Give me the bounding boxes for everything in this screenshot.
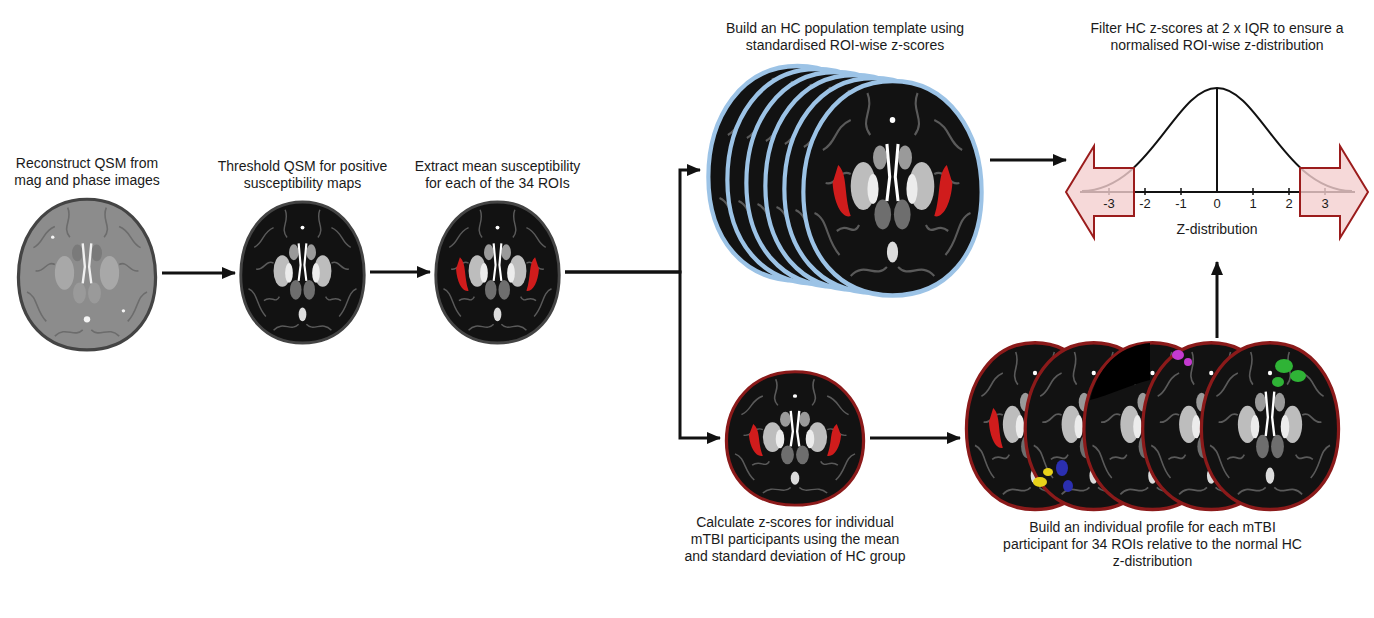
caption-holder: Extract mean susceptibility for each of … — [408, 158, 588, 192]
drawing-part — [1275, 359, 1293, 373]
tick-label: 1 — [1249, 197, 1256, 212]
flow-arrow — [370, 271, 430, 274]
hc-template-stack — [708, 66, 981, 296]
caption-text: Filter HC z-scores at 2 x IQR to ensure … — [1072, 20, 1362, 54]
mtbi-brain — [726, 372, 863, 505]
label-holder: -3 — [1103, 197, 1115, 212]
zscore-panel: Calculate z-scores for individual mTBI p… — [720, 368, 870, 508]
profile-panel: Build an individual profile for each mTB… — [960, 338, 1345, 513]
caption-text: Build an HC population template using st… — [724, 20, 966, 54]
tick-label: -2 — [1139, 197, 1151, 212]
drawing-part — [1216, 88, 1218, 192]
drawing-part — [803, 81, 981, 296]
caption-text: Reconstruct QSM from mag and phase image… — [7, 155, 167, 189]
caption-holder: Reconstruct QSM from mag and phase image… — [7, 155, 167, 189]
drawing-part — [1201, 343, 1338, 510]
threshold-panel: Threshold QSM for positive susceptibilit… — [235, 198, 370, 346]
label-holder: -1 — [1175, 197, 1187, 212]
flow-arrow — [565, 272, 720, 438]
qsm-brain — [18, 199, 155, 350]
label-holder: 2 — [1285, 197, 1292, 212]
axis-label: Z-distribution — [1177, 221, 1258, 237]
tick-label: 2 — [1285, 197, 1292, 212]
flow-arrow — [990, 159, 1066, 162]
drawing-part — [1056, 460, 1068, 476]
tick-label: 0 — [1213, 197, 1220, 212]
label-holder: -2 — [1139, 197, 1151, 212]
label-holder: Z-distribution — [1177, 221, 1258, 237]
caption-text: Threshold QSM for positive susceptibilit… — [213, 158, 393, 192]
drawing-part — [1043, 468, 1053, 476]
label-holder: 1 — [1249, 197, 1256, 212]
roi-overlay — [456, 257, 539, 291]
caption-text: Build an individual profile for each mTB… — [1003, 519, 1303, 569]
tick-label: -3 — [1103, 197, 1115, 212]
flow-arrow — [1216, 262, 1219, 338]
qsm-panel: Reconstruct QSM from mag and phase image… — [12, 195, 162, 353]
roi-brain — [436, 202, 559, 343]
drawing-part — [1184, 358, 1192, 366]
drawing-part — [1290, 370, 1306, 382]
drawing-part — [1300, 146, 1368, 238]
drawing-part — [833, 165, 953, 216]
caption-holder: Build an HC population template using st… — [724, 20, 966, 54]
roi-overlay — [749, 424, 841, 456]
caption-holder: Threshold QSM for positive susceptibilit… — [213, 158, 393, 192]
caption-holder: Calculate z-scores for individual mTBI p… — [681, 514, 909, 564]
label-holder: 0 — [1213, 197, 1220, 212]
z-distribution-plot — [1066, 88, 1368, 238]
roi-panel: Extract mean susceptibility for each of … — [430, 198, 565, 346]
drawing-part — [1090, 343, 1150, 400]
label-holder: 3 — [1321, 197, 1328, 212]
flow-arrow — [870, 437, 960, 440]
drawing-part — [1272, 377, 1284, 387]
drawing-part — [1066, 146, 1134, 238]
tick-label: 3 — [1321, 197, 1328, 212]
drawing-part — [1033, 477, 1047, 487]
tick-label: -1 — [1175, 197, 1187, 212]
template-panel: Build an HC population template using st… — [700, 60, 990, 300]
caption-text: Extract mean susceptibility for each of … — [408, 158, 588, 192]
caption-holder: Filter HC z-scores at 2 x IQR to ensure … — [1072, 20, 1362, 54]
drawing-part — [1063, 480, 1073, 492]
individual-profile-stack — [966, 343, 1338, 510]
flow-arrow — [162, 272, 235, 275]
flow-arrow — [565, 170, 700, 272]
drawing-part — [1172, 350, 1184, 360]
caption-text: Calculate z-scores for individual mTBI p… — [681, 514, 909, 564]
caption-holder: Build an individual profile for each mTB… — [1003, 519, 1303, 569]
threshold-brain — [241, 202, 364, 343]
